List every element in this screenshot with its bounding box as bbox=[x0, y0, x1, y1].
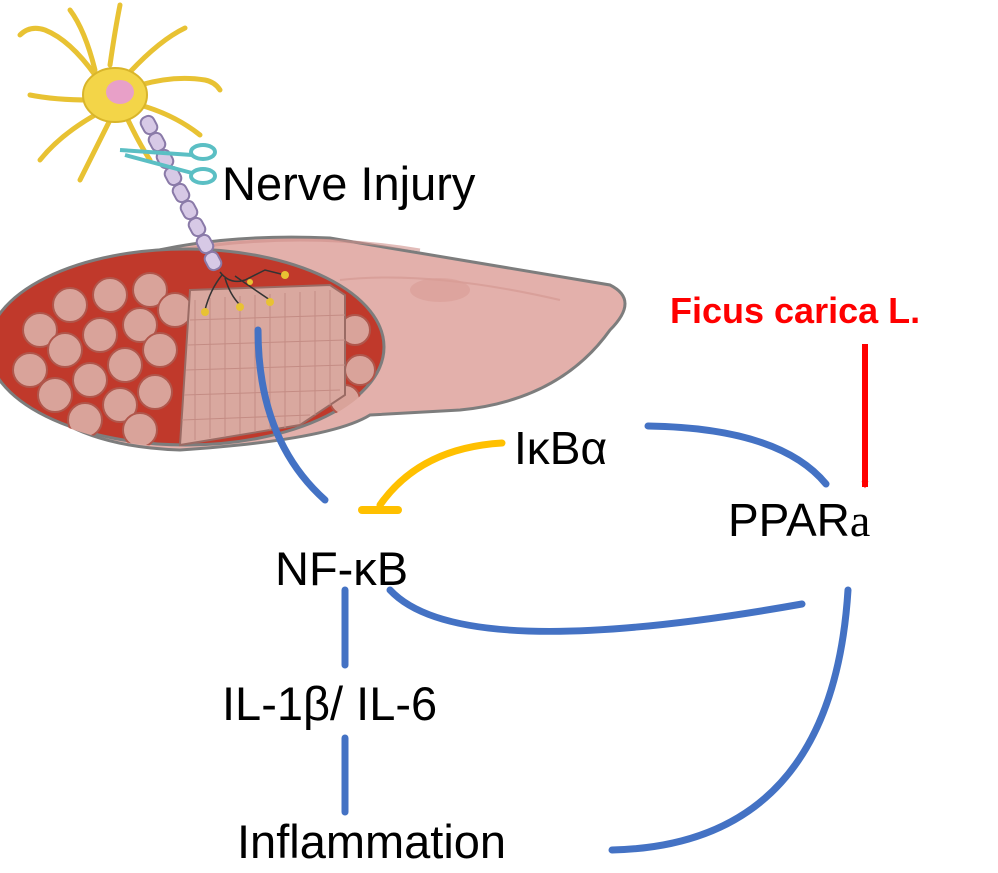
arrow-injury-to-nfkb bbox=[254, 326, 329, 504]
inhibition-ikba-to-nfkb bbox=[358, 439, 506, 514]
ficus-carica-label: Ficus carica L. bbox=[670, 290, 921, 331]
scissors-icon bbox=[119, 143, 217, 185]
ppar-suffix-text: a bbox=[849, 495, 871, 546]
activation-arrows bbox=[254, 326, 852, 854]
neuron-icon bbox=[17, 2, 289, 316]
arrow-ppar-to-ikba bbox=[644, 422, 830, 488]
arrow-inflammation-to-ppar bbox=[608, 586, 852, 854]
ppar-label: PPARa bbox=[728, 497, 870, 544]
arrow-nfkb-to-ppar bbox=[386, 586, 806, 635]
ppar-main-text: PPAR bbox=[728, 494, 850, 546]
nerve-bundle-icon bbox=[0, 235, 627, 452]
ikba-label: IκBα bbox=[514, 422, 608, 474]
nerve-injury-label: Nerve Injury bbox=[222, 157, 476, 210]
il-label: IL-1β/ IL-6 bbox=[222, 677, 438, 730]
nfkb-label: NF-κB bbox=[275, 542, 409, 595]
inflammation-label: Inflammation bbox=[237, 815, 507, 868]
